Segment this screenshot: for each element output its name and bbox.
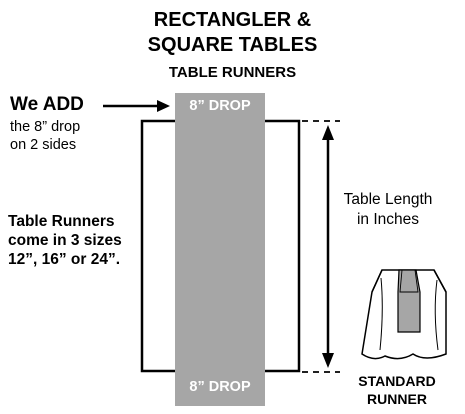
drop-label-bottom: 8” DROP xyxy=(189,379,251,395)
sizes-note-line-2: come in 3 sizes xyxy=(8,232,122,249)
table-length-label: Table Length in Inches xyxy=(318,190,458,230)
title-line-1: RECTANGLER & xyxy=(153,9,312,31)
title-line-2: SQUARE TABLES xyxy=(147,34,318,56)
table-length-line-2: in Inches xyxy=(356,211,420,228)
sizes-note-line-1: Table Runners xyxy=(8,213,115,230)
drop-label-top: 8” DROP xyxy=(189,98,251,114)
callout-note-line-2: on 2 sides xyxy=(10,137,77,153)
runner-strip xyxy=(175,93,265,406)
dim-arrow-head-top xyxy=(322,125,334,140)
callout-note-line-1: the 8” drop xyxy=(10,119,81,135)
callout-heading: We ADD xyxy=(10,94,84,115)
callout-note: the 8” drop on 2 sides xyxy=(10,118,80,154)
subtitle: TABLE RUNNERS xyxy=(168,64,297,81)
standard-caption-line-1: STANDARD xyxy=(358,373,436,389)
pointer-arrow-head xyxy=(157,100,170,112)
table-length-line-1: Table Length xyxy=(343,191,433,208)
standard-runner-caption: STANDARD RUNNER xyxy=(342,372,452,408)
dim-arrow-head-bottom xyxy=(322,353,334,368)
standard-runner-illustration xyxy=(361,269,447,360)
sizes-note: Table Runners come in 3 sizes 12”, 16” o… xyxy=(8,212,122,269)
standard-caption-line-2: RUNNER xyxy=(367,391,427,407)
sizes-note-line-3: 12”, 16” or 24”. xyxy=(8,251,121,268)
